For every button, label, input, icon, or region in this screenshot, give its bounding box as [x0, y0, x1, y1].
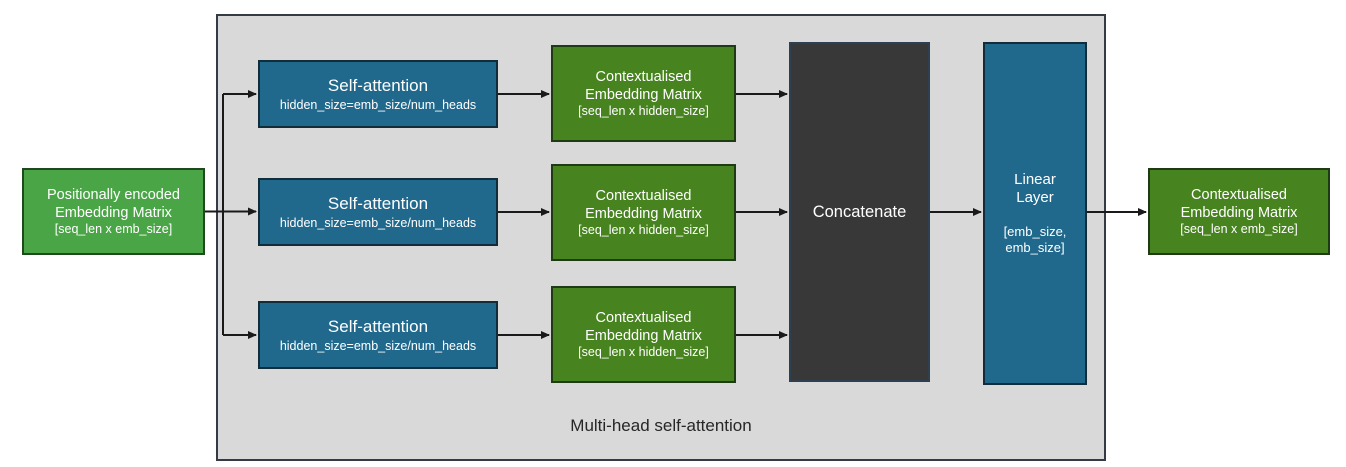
- linear-layer-dims1: [emb_size,: [1003, 224, 1067, 239]
- self-attention-box-1: Self-attention hidden_size=emb_size/num_…: [258, 60, 498, 128]
- input-embedding-line1: Positionally encoded: [46, 186, 180, 203]
- output-embedding-dims: [seq_len x emb_size]: [1180, 221, 1298, 236]
- diagram-caption: Multi-head self-attention: [570, 416, 752, 435]
- head-output-line1-1: Contextualised: [595, 68, 692, 85]
- head-output-dims-1: [seq_len x hidden_size]: [578, 103, 709, 118]
- self-attention-box-2: Self-attention hidden_size=emb_size/num_…: [258, 178, 498, 246]
- input-embedding-box: Positionally encoded Embedding Matrix [s…: [22, 168, 205, 255]
- head-output-line2-3: Embedding Matrix: [585, 327, 702, 344]
- output-embedding-line2: Embedding Matrix: [1180, 204, 1298, 221]
- head-output-line2-1: Embedding Matrix: [585, 86, 702, 103]
- self-attention-title-1: Self-attention: [327, 75, 429, 95]
- output-embedding-line1: Contextualised: [1191, 186, 1287, 203]
- input-embedding-line2: Embedding Matrix: [55, 204, 172, 221]
- concatenate-box: Concatenate: [789, 42, 930, 382]
- linear-layer-line2: Layer: [1016, 189, 1054, 207]
- head-output-dims-3: [seq_len x hidden_size]: [578, 344, 709, 359]
- self-attention-subtitle-2: hidden_size=emb_size/num_heads: [279, 215, 477, 230]
- self-attention-box-3: Self-attention hidden_size=emb_size/num_…: [258, 301, 498, 369]
- output-embedding-box: Contextualised Embedding Matrix [seq_len…: [1148, 168, 1330, 255]
- head-output-line2-2: Embedding Matrix: [585, 205, 702, 222]
- self-attention-title-2: Self-attention: [327, 193, 429, 213]
- head-output-line1-3: Contextualised: [595, 309, 692, 326]
- head-output-box-1: Contextualised Embedding Matrix [seq_len…: [551, 45, 736, 142]
- linear-layer-box: Linear Layer [emb_size, emb_size]: [983, 42, 1087, 385]
- input-embedding-dims: [seq_len x emb_size]: [54, 221, 173, 236]
- head-output-line1-2: Contextualised: [595, 187, 692, 204]
- self-attention-subtitle-1: hidden_size=emb_size/num_heads: [279, 97, 477, 112]
- head-output-dims-2: [seq_len x hidden_size]: [578, 222, 709, 237]
- concatenate-label: Concatenate: [812, 202, 907, 221]
- self-attention-title-3: Self-attention: [327, 316, 429, 336]
- linear-layer-dims2: emb_size]: [1005, 240, 1065, 256]
- self-attention-subtitle-3: hidden_size=emb_size/num_heads: [279, 338, 477, 353]
- head-output-box-2: Contextualised Embedding Matrix [seq_len…: [551, 164, 736, 261]
- linear-layer-line1: Linear: [1014, 170, 1056, 188]
- head-output-box-3: Contextualised Embedding Matrix [seq_len…: [551, 286, 736, 383]
